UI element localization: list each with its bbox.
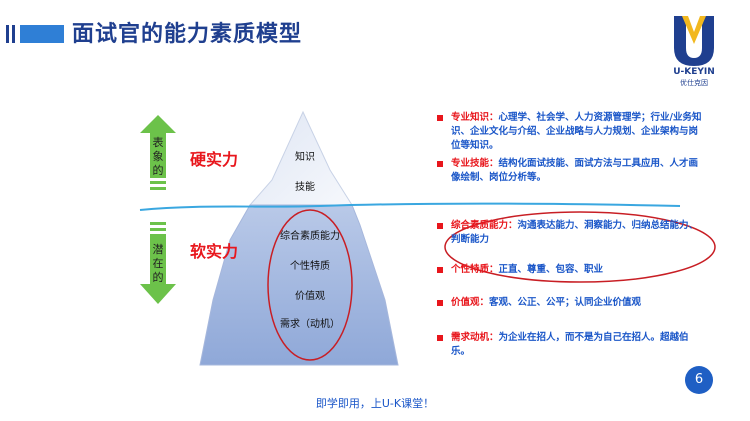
arrow-label-latent: 潜在的 (152, 243, 164, 284)
title-decoration (6, 23, 66, 45)
bullet-key: 综合素质能力： (451, 220, 518, 231)
bullet-key: 需求动机： (451, 332, 499, 343)
bullet-text: 心理学、社会学、人力资源管理学；行业/业务知识、企业文化与介绍、企业战略与人力规… (451, 112, 702, 151)
arrow-label-surface: 表象的 (152, 136, 164, 177)
bullet-item: 价值观：客观、公正、公平；认同企业价值观 (437, 296, 707, 310)
iceberg-item: 知识 (295, 152, 315, 163)
iceberg-item: 个性特质 (290, 261, 330, 272)
bullet-key: 专业技能： (451, 158, 499, 169)
bullet-marker (437, 300, 443, 306)
bullet-item: 专业技能：结构化面试技能、面试方法与工具应用、人才画像绘制、岗位分析等。 (437, 157, 707, 185)
bullet-key: 专业知识： (451, 112, 499, 123)
bullet-key: 个性特质： (451, 264, 499, 275)
bullet-marker (437, 223, 443, 229)
bullets-highlight-ellipse (444, 211, 716, 283)
bullet-item: 综合素质能力：沟通表达能力、洞察能力、归纳总结能力、判断能力 (437, 219, 707, 247)
iceberg-highlight-ellipse (267, 209, 353, 361)
arrow-down-icon (140, 222, 176, 304)
bullet-item: 需求动机：为企业在招人，而不是为自己在招人。超越伯乐。 (437, 331, 707, 359)
arrow-up-icon (140, 115, 176, 190)
bullet-marker (437, 267, 443, 273)
bullet-text: 客观、公正、公平；认同企业价值观 (489, 297, 642, 308)
iceberg-item: 综合素质能力 (280, 231, 340, 242)
bullet-marker (437, 115, 443, 121)
logo-name: U-KEYIN (673, 67, 715, 77)
bullet-item: 专业知识：心理学、社会学、人力资源管理学；行业/业务知识、企业文化与介绍、企业战… (437, 111, 707, 153)
bullet-marker (437, 161, 443, 167)
bullet-marker (437, 335, 443, 341)
logo-subtitle: 优仕克因 (680, 79, 708, 87)
water-line (139, 202, 681, 211)
page-title: 面试官的能力素质模型 (72, 22, 303, 47)
bullet-text: 正直、尊重、包容、职业 (498, 264, 604, 275)
bullet-text: 结构化面试技能、面试方法与工具应用、人才画像绘制、岗位分析等。 (451, 158, 699, 183)
bullet-text: 为企业在招人，而不是为自己在招人。超越伯乐。 (451, 332, 689, 357)
soft-power-label: 软实力 (190, 242, 239, 261)
iceberg-item: 价值观 (295, 291, 325, 302)
hard-power-label: 硬实力 (190, 150, 239, 169)
bullet-text: 沟通表达能力、洞察能力、归纳总结能力、判断能力 (451, 220, 699, 245)
bullet-key: 价值观： (451, 297, 490, 308)
iceberg-item: 需求（动机） (280, 319, 340, 330)
iceberg-base (199, 204, 399, 366)
footer-slogan: 即学即用，上U-K课堂！ (315, 397, 435, 410)
page-number-badge: 6 (685, 366, 713, 394)
bullet-item: 个性特质：正直、尊重、包容、职业 (437, 263, 707, 277)
iceberg-item: 技能 (295, 182, 315, 193)
logo (664, 14, 724, 86)
